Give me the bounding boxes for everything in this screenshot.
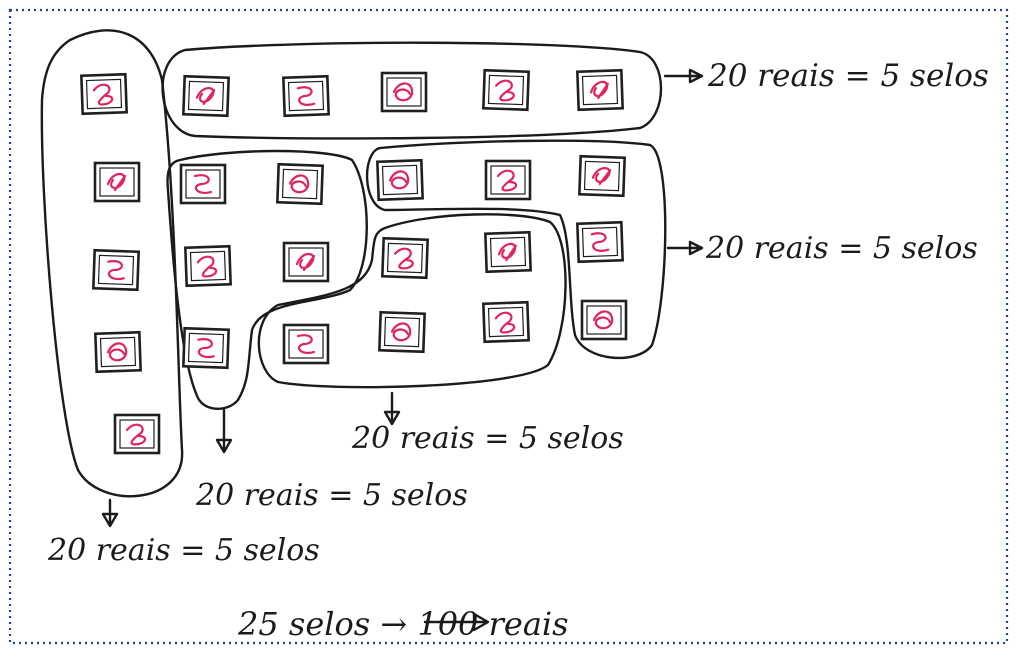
arrows	[101, 68, 704, 632]
arrow-left	[101, 498, 119, 528]
label-group-top: 20 reais = 5 selos	[707, 58, 989, 94]
stamp-icon	[93, 161, 141, 203]
stamp-icon	[92, 248, 140, 292]
arrow-right	[666, 240, 704, 256]
stamp-icon	[578, 154, 626, 198]
stamp-icon	[580, 299, 628, 341]
stamp-icon	[179, 163, 227, 205]
dotted-frame	[8, 8, 1009, 645]
stamp-icon	[484, 230, 532, 274]
stamp-icon	[380, 71, 428, 113]
stamp-icon	[484, 159, 532, 201]
stamp-icon	[576, 220, 624, 264]
stamp-icon	[113, 413, 161, 455]
stamp-icon	[94, 330, 142, 374]
label-group-middle: 20 reais = 5 selos	[195, 478, 468, 513]
stamp-icon	[182, 74, 230, 118]
stamp-icon	[482, 68, 530, 112]
arrow-inner	[383, 391, 401, 426]
group-outline-left	[40, 29, 184, 498]
label-total: 25 selos → 100 reais	[237, 605, 569, 643]
group-outline-middle	[166, 149, 368, 410]
stamp-icon	[276, 162, 324, 206]
group-outline-top	[161, 41, 663, 140]
label-group-inner: 20 reais = 5 selos	[351, 421, 624, 456]
stamp-icon	[376, 158, 424, 202]
stamp-icon	[282, 323, 330, 365]
arrow-middle	[215, 408, 233, 454]
group-outline-inner	[257, 213, 567, 389]
stamp-icon	[378, 310, 426, 354]
group-outlines	[40, 29, 667, 498]
stamp-icon	[482, 300, 530, 344]
stamp-icon	[282, 74, 330, 118]
label-group-left: 20 reais = 5 selos	[47, 533, 320, 568]
stamp-icon	[182, 326, 230, 370]
stamp-icon	[282, 241, 330, 283]
stamp-icon	[381, 236, 429, 280]
group-outline-right	[365, 139, 667, 360]
arrow-total	[423, 612, 490, 632]
arrow-top	[663, 68, 704, 84]
stamps-layer	[80, 68, 628, 455]
stamp-icon	[80, 72, 128, 116]
label-group-right: 20 reais = 5 selos	[705, 231, 978, 266]
stamp-icon	[184, 244, 232, 288]
stamp-icon	[576, 68, 624, 112]
